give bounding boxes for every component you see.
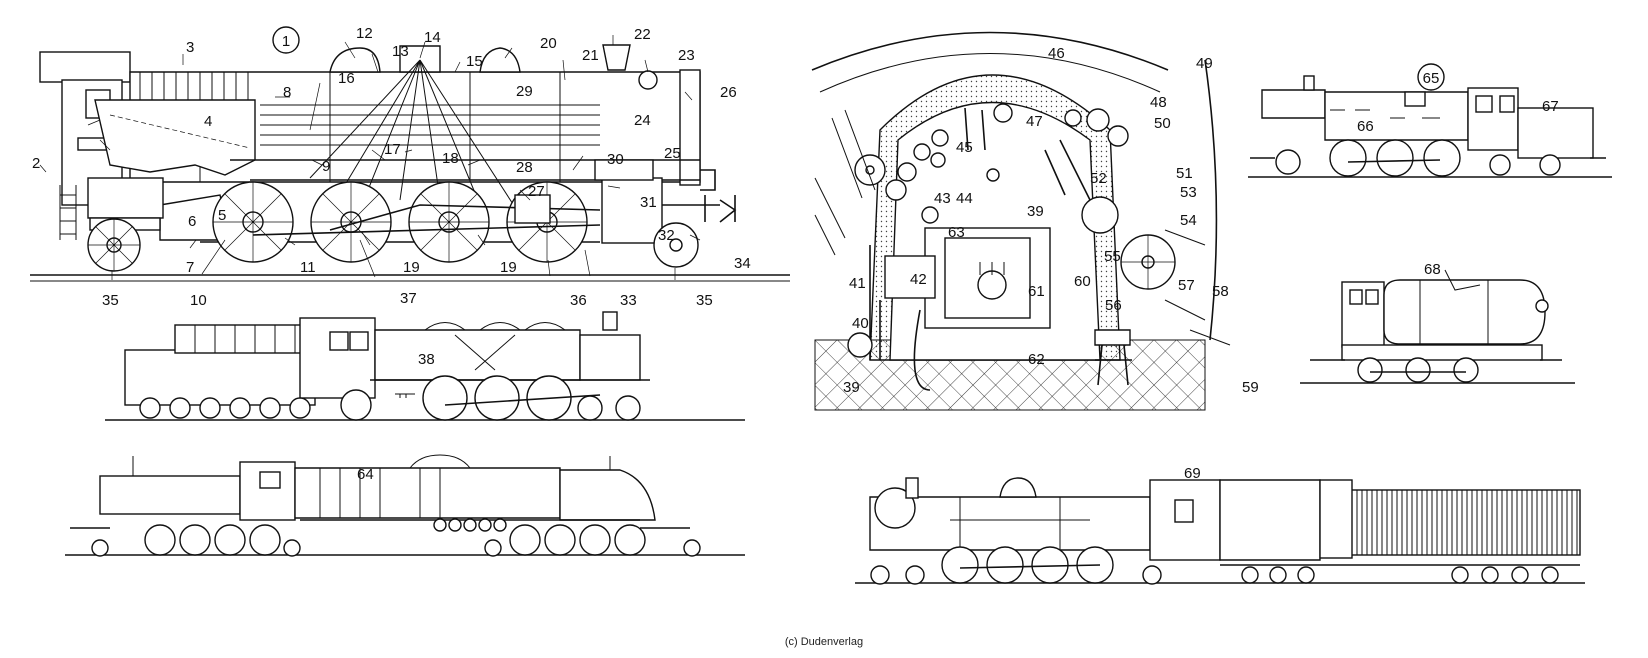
label-68: 68 bbox=[1424, 261, 1441, 278]
label-52: 53 bbox=[1180, 184, 1197, 201]
figure-number: 1 bbox=[282, 33, 290, 50]
label-56: 57 bbox=[1178, 277, 1195, 294]
label-20: 21 bbox=[582, 47, 599, 64]
label-45: 46 bbox=[1048, 45, 1065, 62]
label-60: 61 bbox=[1028, 283, 1045, 300]
label-23: 24 bbox=[634, 112, 651, 129]
label-40: 41 bbox=[849, 275, 866, 292]
label-44: 45 bbox=[956, 139, 973, 156]
label-3: 4 bbox=[204, 113, 212, 130]
label-25: 26 bbox=[720, 84, 737, 101]
label-8: 9 bbox=[322, 158, 330, 175]
label-53: 54 bbox=[1180, 212, 1197, 229]
locomotive-38-drawing bbox=[105, 311, 745, 421]
label-26: 27 bbox=[528, 183, 545, 200]
label-32: 33 bbox=[620, 292, 637, 309]
label-2: 3 bbox=[186, 39, 194, 56]
copyright-notice: (c) Dudenverlag bbox=[784, 636, 864, 648]
label-14: 15 bbox=[466, 53, 483, 70]
locomotive-64-drawing bbox=[65, 454, 745, 557]
label-30: 31 bbox=[640, 194, 657, 211]
label-19: 19 bbox=[500, 259, 517, 276]
label-58: 59 bbox=[1242, 379, 1259, 396]
fireless-locomotive-drawing bbox=[1300, 269, 1575, 384]
label-42: 43 bbox=[934, 190, 951, 207]
label-46: 47 bbox=[1026, 113, 1043, 130]
label-34: 35 bbox=[102, 292, 119, 309]
label-54: 55 bbox=[1104, 248, 1121, 265]
label-36: 37 bbox=[400, 290, 417, 307]
figure-number-circle bbox=[272, 26, 300, 54]
label-62: 63 bbox=[948, 224, 965, 241]
label-28: 29 bbox=[516, 83, 533, 100]
locomotive-69-drawing bbox=[855, 477, 1585, 585]
label-43: 44 bbox=[956, 190, 973, 207]
tank-locomotive-drawing bbox=[1248, 75, 1612, 178]
label-48: 49 bbox=[1196, 55, 1213, 72]
label-37: 38 bbox=[418, 351, 435, 368]
label-18: 19 bbox=[403, 259, 420, 276]
label-65-circle bbox=[1417, 63, 1445, 91]
label-49: 50 bbox=[1154, 115, 1171, 132]
label-35: 35 bbox=[696, 292, 713, 309]
label-64: 64 bbox=[357, 466, 374, 483]
label-69: 69 bbox=[1184, 465, 1201, 482]
label-7: 8 bbox=[283, 84, 291, 101]
label-67: 67 bbox=[1542, 98, 1559, 115]
main-locomotive-drawing bbox=[30, 35, 790, 282]
label-4: 5 bbox=[218, 207, 226, 224]
label-5: 6 bbox=[188, 213, 196, 230]
label-59: 60 bbox=[1074, 273, 1091, 290]
label-38: 39 bbox=[1027, 203, 1044, 220]
label-1: 2 bbox=[32, 155, 40, 172]
label-65: 65 bbox=[1423, 70, 1440, 87]
label-31: 32 bbox=[658, 227, 675, 244]
label-29: 30 bbox=[607, 151, 624, 168]
label-55: 56 bbox=[1105, 297, 1122, 314]
label-10: 11 bbox=[300, 259, 316, 276]
label-39b: 40 bbox=[852, 315, 869, 332]
label-15: 16 bbox=[338, 70, 355, 87]
label-50: 51 bbox=[1176, 165, 1193, 182]
label-39: 39 bbox=[843, 379, 860, 396]
label-57: 58 bbox=[1212, 283, 1229, 300]
label-35b: 36 bbox=[570, 292, 587, 309]
label-22: 23 bbox=[678, 47, 695, 64]
label-66: 66 bbox=[1357, 118, 1374, 135]
label-11: 12 bbox=[356, 25, 373, 42]
label-61: 62 bbox=[1028, 351, 1045, 368]
label-24: 25 bbox=[664, 145, 681, 162]
label-47: 48 bbox=[1150, 94, 1167, 111]
label-21: 22 bbox=[634, 26, 651, 43]
part-labels: 1 2 3 4 5 6 7 8 9 10 11 12 13 14 15 16 1… bbox=[32, 25, 1559, 483]
label-33: 34 bbox=[734, 255, 751, 272]
label-13: 14 bbox=[424, 29, 441, 46]
label-51: 52 bbox=[1090, 170, 1107, 187]
label-41: 42 bbox=[910, 271, 927, 288]
label-27: 28 bbox=[516, 159, 533, 176]
label-19b: 20 bbox=[540, 35, 557, 52]
label-6: 7 bbox=[186, 259, 194, 276]
label-9: 10 bbox=[190, 292, 207, 309]
label-12: 13 bbox=[392, 43, 409, 60]
label-16: 17 bbox=[384, 141, 401, 158]
cab-interior-drawing bbox=[811, 31, 1231, 411]
label-17: 18 bbox=[442, 150, 459, 167]
